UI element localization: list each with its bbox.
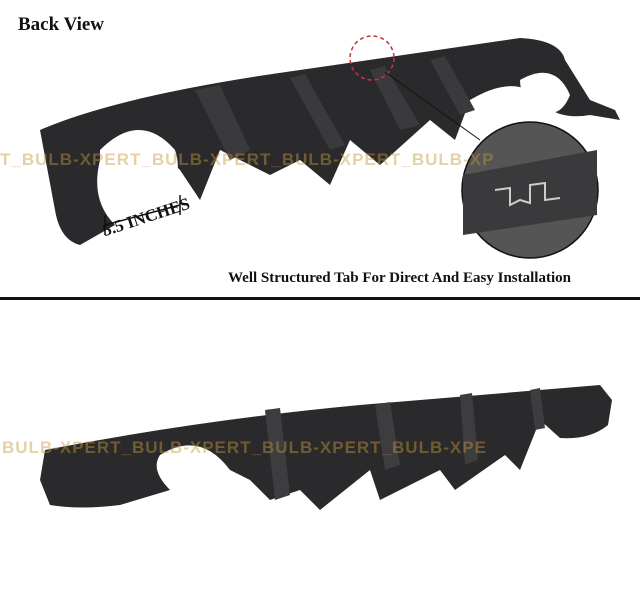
feature-caption: Well Structured Tab For Direct And Easy … [228,270,571,286]
watermark-top: T_BULB-XPERT_BULB-XPERT_BULB-XPERT_BULB-… [0,150,495,169]
top-diffuser-image [40,35,620,259]
panel-divider [0,297,640,300]
highlight-circle [349,35,395,81]
view-title: Back View [18,14,105,35]
watermark-bottom: BULB-XPERT_BULB-XPERT_BULB-XPERT_BULB-XP… [2,438,487,457]
bottom-diffuser-image [40,385,612,510]
